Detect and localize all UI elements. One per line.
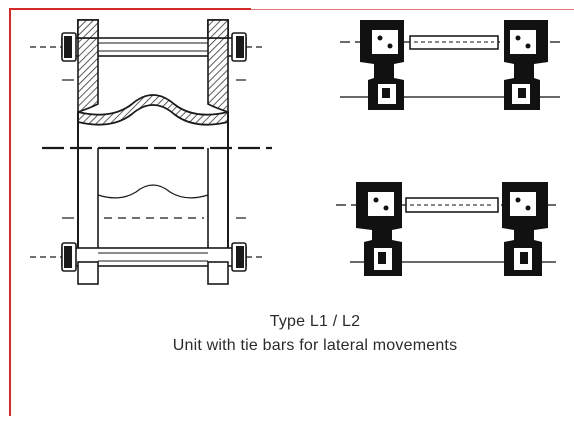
top-tie-rod — [30, 32, 262, 62]
frame-border-top-faint — [251, 9, 574, 10]
caption-description: Unit with tie bars for lateral movements — [172, 337, 458, 354]
frame-border-top — [9, 8, 251, 10]
side-view — [30, 19, 272, 285]
caption-type: Type L1 / L2 — [269, 313, 361, 330]
bottom-tie-rod — [30, 242, 262, 272]
bellows — [77, 94, 229, 126]
frame-border-left — [9, 8, 11, 416]
detail-view-bottom — [336, 182, 558, 276]
detail-view-top — [340, 20, 560, 110]
